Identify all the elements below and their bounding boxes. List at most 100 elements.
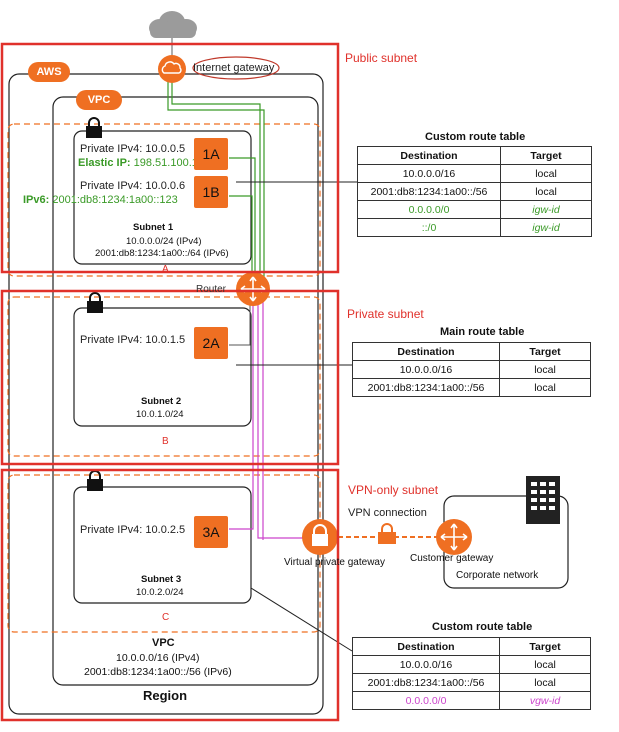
instance-3a-chip[interactable]: 3A [194, 516, 228, 548]
destination-cell: 10.0.0.0/16 [357, 164, 501, 183]
vpc-cidr4: 10.0.0.0/16 (IPv4) [116, 652, 200, 664]
table-row: 2001:db8:1234:1a00::/56 local [352, 673, 591, 692]
vpn-route-table: Destination Target 10.0.0.0/16 local 200… [352, 637, 591, 710]
elastic-ip-label: Elastic IP: [78, 157, 131, 169]
instance-1a-chip[interactable]: 1A [194, 138, 228, 170]
virtual-private-gateway-label: Virtual private gateway [284, 557, 385, 568]
destination-cell: 2001:db8:1234:1a00::/56 [352, 378, 500, 397]
subnet2-name: Subnet 2 [141, 396, 182, 407]
private-subnet-highlight [0, 289, 340, 466]
aws-tag: AWS [28, 62, 70, 82]
table-header-row: Destination Target [357, 146, 592, 165]
internet-gateway-icon [158, 55, 186, 83]
virtual-private-gateway-icon [302, 519, 338, 555]
subnet3-name: Subnet 3 [141, 574, 182, 585]
column-header: Destination [357, 146, 501, 165]
elastic-ip-value: 198.51.100.1 [133, 157, 198, 169]
internet-route-lines [167, 82, 265, 282]
instance-3a-ip: Private IPv4: 10.0.2.5 [80, 524, 186, 536]
target-cell: local [500, 182, 592, 201]
public-route-table-title: Custom route table [425, 131, 526, 143]
vpn-connection-label: VPN connection [348, 507, 427, 519]
instance-2a-chip[interactable]: 2A [194, 327, 228, 359]
target-cell: vgw-id [499, 691, 591, 710]
vpc-cidr6: 2001:db8:1234:1a00::/56 (IPv6) [84, 666, 232, 678]
column-header: Target [500, 146, 592, 165]
internet-gateway-highlight-ellipse [192, 56, 280, 80]
az-a-label: A [162, 264, 169, 275]
destination-cell: 10.0.0.0/16 [352, 655, 500, 674]
subnet1-cidr6: 2001:db8:1234:1a00::/64 (IPv6) [95, 248, 229, 259]
vpn-route-table-title: Custom route table [432, 621, 533, 633]
column-header: Destination [352, 342, 500, 361]
public-subnet-label: Public subnet [345, 51, 418, 65]
target-cell: igw-id [500, 200, 592, 219]
column-header: Destination [352, 637, 500, 656]
vpn-rt-connector [250, 587, 353, 652]
table-row: 10.0.0.0/16 local [357, 164, 592, 183]
table-row: 0.0.0.0/0 igw-id [357, 200, 592, 219]
subnet2-router-line [229, 300, 251, 346]
target-cell: local [499, 378, 591, 397]
main-route-table: Destination Target 10.0.0.0/16 local 200… [352, 342, 591, 397]
instance-1b-ip: Private IPv4: 10.0.0.6 [80, 180, 186, 192]
subnet3-cidr: 10.0.2.0/24 [136, 587, 184, 598]
az-a-box [7, 123, 321, 277]
subnet2-lock-icon [87, 292, 103, 313]
instance-1b-ipv6: IPv6: 2001:db8:1234:1a00::123 [23, 194, 178, 206]
instance-2a-ip: Private IPv4: 10.0.1.5 [80, 334, 186, 346]
subnet2-cidr: 10.0.1.0/24 [136, 409, 184, 420]
subnet1-cidr4: 10.0.0.0/24 (IPv4) [126, 236, 202, 247]
public-subnet-highlight [0, 42, 340, 274]
vpn-lock-icon [378, 523, 396, 544]
region-label: Region [143, 688, 188, 703]
destination-cell: 0.0.0.0/0 [352, 691, 500, 710]
router-icon [236, 272, 270, 306]
public-route-table: Destination Target 10.0.0.0/16 local 200… [357, 146, 592, 237]
internet-gateway-label: Internet gateway [193, 62, 275, 74]
private-subnet-label: Private subnet [347, 307, 424, 321]
router-label: Router [196, 284, 227, 295]
vpn-subnet-label: VPN-only subnet [348, 483, 439, 497]
corporate-network-label: Corporate network [456, 570, 539, 581]
table-row: ::/0 igw-id [357, 218, 592, 237]
az-c-label: C [162, 612, 170, 623]
vpc-tag: VPC [76, 90, 122, 110]
destination-cell: 10.0.0.0/16 [352, 360, 500, 379]
column-header: Target [499, 637, 591, 656]
target-cell: igw-id [500, 218, 592, 237]
table-row: 2001:db8:1234:1a00::/56 local [352, 378, 591, 397]
subnet1-lock-icon [86, 117, 102, 138]
target-cell: local [499, 673, 591, 692]
destination-cell: 2001:db8:1234:1a00::/56 [357, 182, 501, 201]
table-row: 0.0.0.0/0 vgw-id [352, 691, 591, 710]
target-cell: local [500, 164, 592, 183]
subnet1-name: Subnet 1 [133, 222, 174, 233]
instance-1a-eip: Elastic IP: 198.51.100.1 [78, 157, 198, 169]
server-icon [526, 476, 560, 524]
vpn-subnet-highlight [0, 468, 340, 722]
table-row: 10.0.0.0/16 local [352, 360, 591, 379]
table-row: 2001:db8:1234:1a00::/56 local [357, 182, 592, 201]
customer-gateway-icon [436, 519, 472, 555]
az-b-box [7, 296, 321, 457]
instance-1a-ip: Private IPv4: 10.0.0.5 [80, 143, 186, 155]
vpn-route-lines [229, 300, 303, 540]
table-row: 10.0.0.0/16 local [352, 655, 591, 674]
ipv6-value: 2001:db8:1234:1a00::123 [52, 194, 178, 206]
instance-1b-chip[interactable]: 1B [194, 176, 228, 208]
customer-gateway-label: Customer gateway [410, 553, 494, 564]
target-cell: local [499, 655, 591, 674]
internet-cloud-icon [149, 11, 197, 38]
subnet3-lock-icon [87, 470, 103, 491]
destination-cell: ::/0 [357, 218, 501, 237]
vpc-box [52, 96, 319, 686]
table-header-row: Destination Target [352, 342, 591, 361]
target-cell: local [499, 360, 591, 379]
vpc-name: VPC [152, 637, 175, 649]
main-route-table-title: Main route table [440, 326, 525, 338]
column-header: Target [499, 342, 591, 361]
destination-cell: 0.0.0.0/0 [357, 200, 501, 219]
ipv6-label: IPv6: [23, 194, 50, 206]
az-b-label: B [162, 436, 169, 447]
